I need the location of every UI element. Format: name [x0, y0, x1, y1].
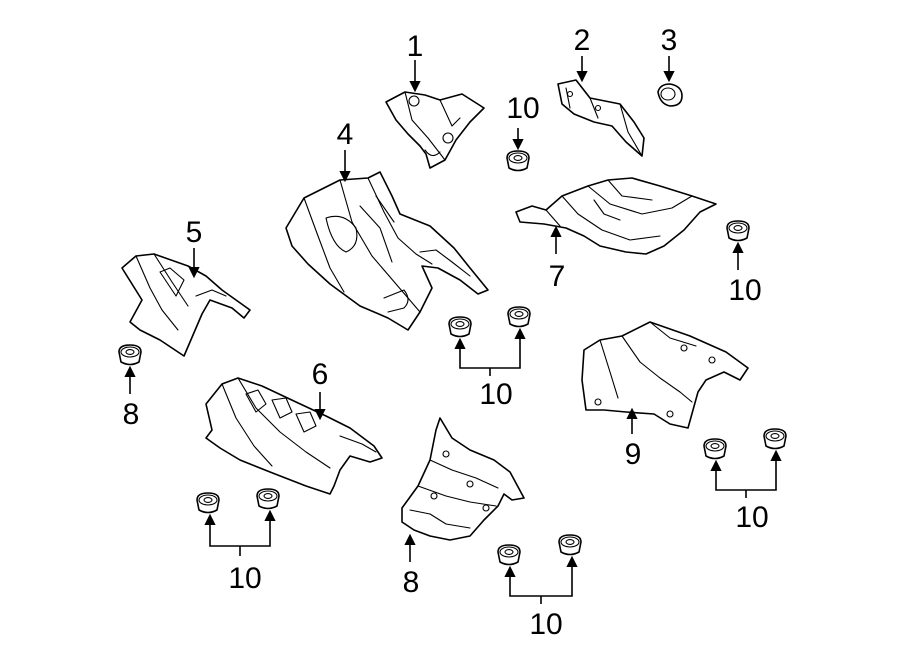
callout-3: 3 [661, 24, 678, 57]
callout-8-left: 8 [123, 398, 140, 431]
part-6-heat-shield [205, 377, 383, 495]
callout-10-upper: 10 [506, 92, 539, 125]
callout-6: 6 [312, 358, 329, 391]
part-5-heat-shield [121, 253, 251, 357]
part-3-grommet [657, 83, 683, 107]
callout-5: 5 [186, 216, 203, 249]
callout-10-center: 10 [479, 378, 512, 411]
nut-8-left [118, 344, 142, 366]
nut-10-bottom-b [558, 534, 582, 556]
part-2-bracket [557, 79, 645, 157]
callout-10-lowright: 10 [735, 501, 768, 534]
nut-10-center-right [507, 306, 531, 328]
part-4-heat-shield [285, 171, 489, 331]
nut-10-center-left [448, 316, 472, 338]
nut-10-lowleft-a [196, 492, 220, 514]
nut-10-lowright-a [703, 438, 727, 460]
callout-7: 7 [549, 260, 566, 293]
callout-2: 2 [574, 24, 591, 57]
part-9-heat-shield [581, 321, 749, 429]
callout-4: 4 [337, 118, 354, 151]
leader-lines [124, 56, 782, 604]
part-1-heat-shield [385, 91, 485, 169]
part-7-heat-shield [515, 177, 717, 255]
callout-10-lowleft: 10 [228, 562, 261, 595]
callout-10-bottom: 10 [529, 608, 562, 641]
nut-10-lowright-b [763, 428, 787, 450]
callout-9: 9 [625, 438, 642, 471]
callout-8-lower: 8 [403, 566, 420, 599]
callout-1: 1 [407, 30, 424, 63]
nut-10-bottom-a [497, 544, 521, 566]
nut-10-lowleft-b [256, 488, 280, 510]
part-8-heat-shield [401, 417, 525, 541]
callout-10-right: 10 [728, 274, 761, 307]
nut-10-upper [506, 150, 530, 172]
nut-10-right [726, 220, 750, 242]
